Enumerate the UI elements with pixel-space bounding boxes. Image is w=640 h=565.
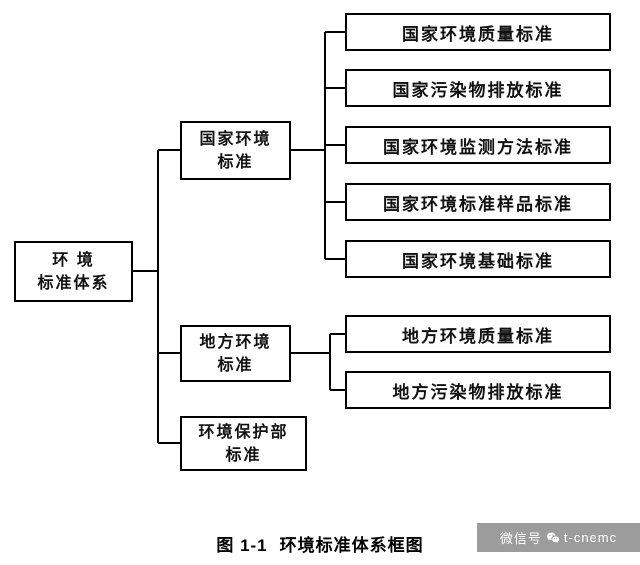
- node-local-env-standards: 地方环境 标准: [180, 325, 291, 382]
- node-national-basic-standard: 国家环境基础标准: [345, 240, 611, 278]
- node-national-pollutant-emission-standard: 国家污染物排放标准: [345, 69, 611, 107]
- node-local-quality-standard: 地方环境质量标准: [345, 315, 611, 353]
- node-national-standard-sample-standard: 国家环境标准样品标准: [345, 183, 611, 221]
- figure-title: 环境标准体系框图: [279, 536, 424, 555]
- node-label-line2: 标准: [217, 356, 254, 374]
- wechat-icon: [545, 530, 561, 546]
- node-label: 国家环境监测方法标准: [383, 137, 573, 157]
- node-mep-standards: 环境保护部 标准: [180, 416, 307, 471]
- node-label: 国家污染物排放标准: [392, 80, 564, 100]
- node-label: 国家环境质量标准: [402, 24, 554, 44]
- node-label: 国家环境基础标准: [402, 251, 554, 271]
- node-label: 地方环境质量标准: [402, 326, 554, 346]
- node-label-line2: 标准体系: [37, 274, 110, 292]
- watermark-handle: t-cnemc: [563, 530, 618, 545]
- watermark-banner: 微信号 t-cnemc: [477, 523, 640, 552]
- node-env-standard-system: 环 境 标准体系: [14, 241, 133, 302]
- node-national-quality-standard: 国家环境质量标准: [345, 13, 611, 51]
- node-label-line1: 环境保护部: [198, 423, 289, 441]
- node-label-line1: 环 境: [52, 251, 95, 269]
- node-label-line1: 地方环境: [199, 333, 272, 351]
- node-label-line2: 标准: [217, 153, 254, 171]
- node-label: 地方污染物排放标准: [392, 382, 564, 402]
- watermark-prefix: 微信号: [499, 531, 542, 546]
- node-label-line2: 标准: [225, 446, 262, 464]
- figure-label: 图 1-1: [216, 536, 268, 555]
- node-national-env-standards: 国家环境 标准: [180, 121, 291, 180]
- node-label-line1: 国家环境: [199, 130, 272, 148]
- figure-caption: 图 1-1 环境标准体系框图: [0, 531, 640, 556]
- node-national-monitoring-method-standard: 国家环境监测方法标准: [345, 126, 611, 164]
- node-local-pollutant-emission-standard: 地方污染物排放标准: [345, 371, 611, 409]
- node-label: 国家环境标准样品标准: [383, 194, 573, 214]
